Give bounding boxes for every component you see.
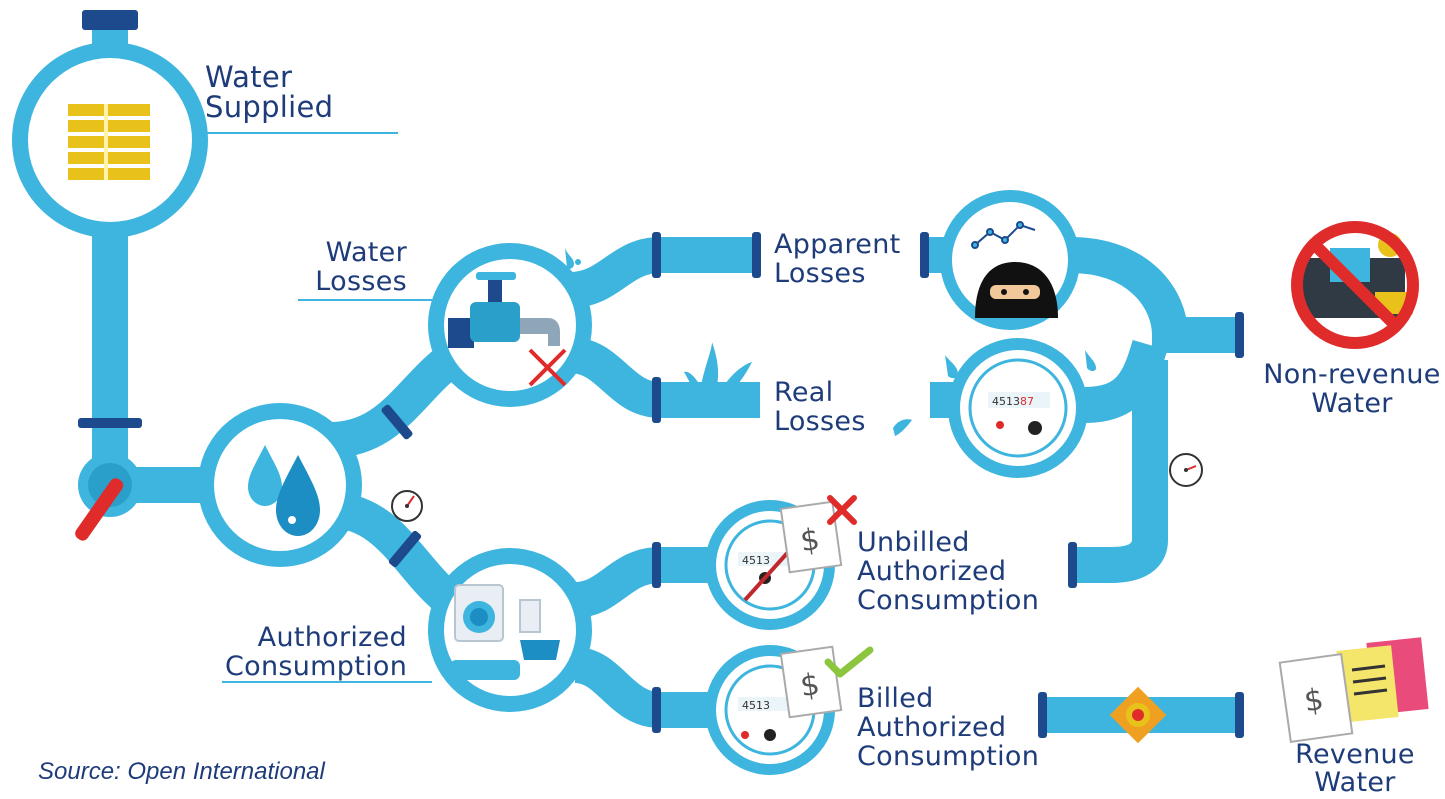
- system-input-node: [198, 403, 362, 567]
- gauge-icon-right: [1169, 453, 1203, 487]
- billed-meter-reading: 4513: [742, 699, 770, 712]
- apparent-losses-label: Apparent Losses: [774, 229, 901, 289]
- real-meter-reading-red: 87: [1020, 395, 1034, 408]
- source-caption: Source: Open International: [38, 758, 325, 785]
- svg-text:451387: 451387: [992, 395, 1034, 408]
- billed-authorized-consumption-label: Billed Authorized Consumption: [857, 683, 1040, 772]
- unbilled-meter-reading: 4513: [742, 554, 770, 567]
- authorized-consumption-node: [428, 548, 592, 712]
- water-supplied-node: [12, 42, 208, 238]
- billed-bill-icon: $: [779, 645, 874, 719]
- svg-text:$: $: [1302, 682, 1326, 719]
- cross-mark-icon: [528, 348, 567, 387]
- faucet-icon: [448, 272, 560, 348]
- water-losses-label: Water Losses: [315, 237, 407, 297]
- water-losses-node: [428, 243, 592, 407]
- valve-icon: [75, 453, 142, 541]
- revenue-water-label: Revenue Water: [1295, 739, 1415, 798]
- unbilled-authorized-consumption-label: Unbilled Authorized Consumption: [857, 527, 1040, 616]
- flow-valve-icon: [1109, 686, 1167, 744]
- water-supplied-label: Water Supplied: [205, 60, 334, 124]
- meter-splash-icon: [893, 350, 1096, 436]
- real-losses-label: Real Losses: [774, 377, 866, 437]
- building-icon: [68, 104, 150, 180]
- real-losses-meter-node: 451387: [948, 338, 1088, 478]
- svg-text:$: $: [798, 667, 822, 704]
- apparent-losses-node: [940, 190, 1080, 330]
- non-revenue-water-label: Non-revenue Water: [1263, 359, 1441, 419]
- money-bills-icon: $: [1278, 637, 1429, 744]
- chart-icon: [971, 221, 1036, 249]
- thief-icon: [975, 262, 1058, 318]
- no-money-icon: [1291, 221, 1419, 349]
- svg-text:$: $: [798, 522, 822, 559]
- unbilled-bill-icon: $: [779, 495, 857, 574]
- leak-splash-icon: [684, 342, 752, 400]
- gauge-icon: [391, 490, 423, 522]
- water-drops-icon: [248, 445, 320, 536]
- splash-icon: [565, 248, 581, 269]
- household-appliances-icon: [450, 584, 560, 680]
- real-meter-reading: 4513: [992, 395, 1020, 408]
- authorized-consumption-label: Authorized Consumption: [225, 622, 408, 682]
